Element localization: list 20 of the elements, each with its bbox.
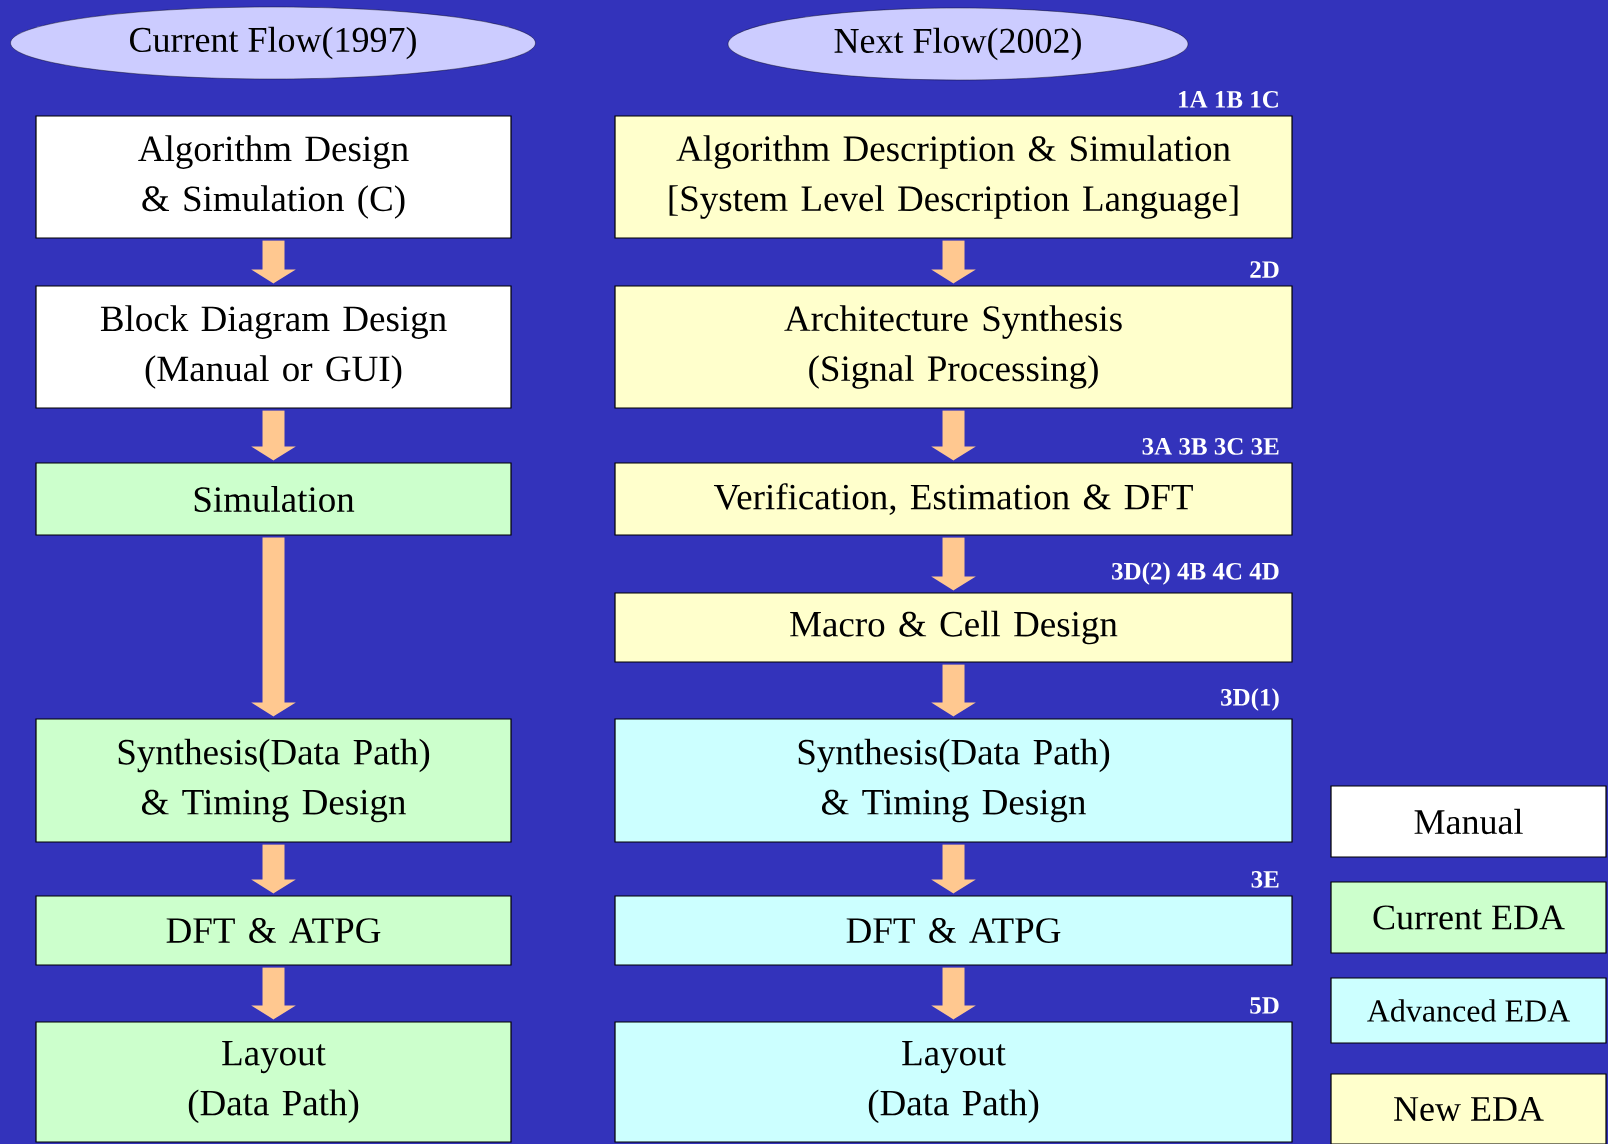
process-box: Algorithm Description & Simulation [System Level Description Language] xyxy=(614,115,1293,239)
step-code: 3D(1) xyxy=(1221,688,1279,711)
step-code: 5D xyxy=(1250,997,1279,1014)
step-code: 3D(2) 4B 4C 4D xyxy=(1112,562,1279,585)
process-box: Layout (Data Path) xyxy=(35,1021,512,1143)
process-box: Block Diagram Design (Manual or GUI) xyxy=(35,285,512,409)
process-box: DFT & ATPG xyxy=(35,895,512,966)
process-box: Synthesis(Data Path) & Timing Design xyxy=(614,718,1293,843)
process-box: Layout (Data Path) xyxy=(614,1021,1293,1143)
step-code: 2D xyxy=(1250,261,1279,278)
process-box: Macro & Cell Design xyxy=(614,592,1293,663)
process-box: Synthesis(Data Path) & Timing Design xyxy=(35,718,512,843)
step-code: 1A 1B 1C xyxy=(1179,91,1278,108)
step-code: 3E xyxy=(1251,871,1279,888)
process-box: DFT & ATPG xyxy=(614,895,1293,966)
process-box: Algorithm Design & Simulation (C) xyxy=(35,115,512,239)
process-box: Simulation xyxy=(35,462,512,536)
process-box: Architecture Synthesis (Signal Processing) xyxy=(614,285,1293,409)
process-box: Verification, Estimation & DFT xyxy=(614,462,1293,536)
step-code: 3A 3B 3C 3E xyxy=(1142,438,1279,455)
